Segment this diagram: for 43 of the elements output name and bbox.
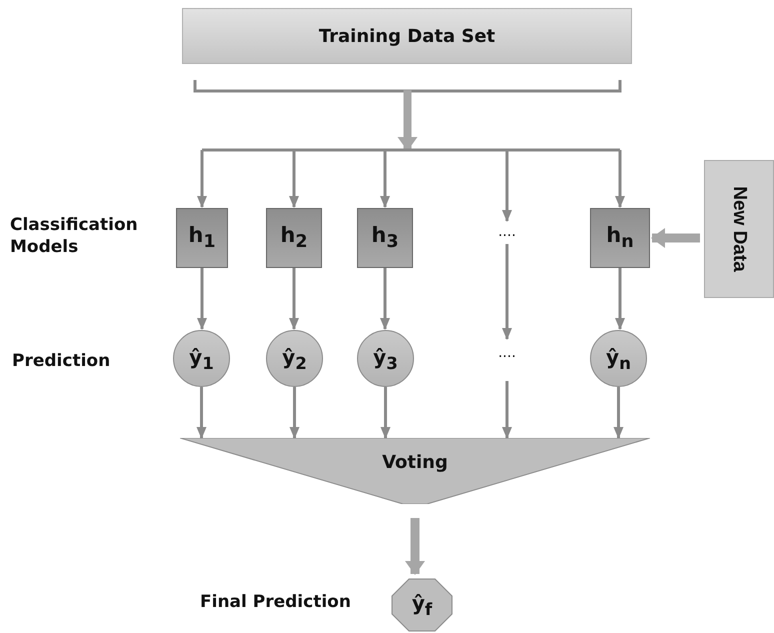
arrow bbox=[380, 268, 390, 330]
node-label: ŷ$_{3}$ bbox=[373, 344, 398, 372]
arrow bbox=[615, 268, 625, 330]
model-box bbox=[266, 208, 322, 268]
arrow bbox=[196, 387, 206, 439]
arrow bbox=[614, 387, 624, 439]
arrow bbox=[197, 268, 207, 330]
node-label: ŷ$_{2}$ bbox=[282, 344, 307, 372]
node-label: h$_{n}$ bbox=[606, 223, 634, 253]
node-label: ŷ$_{1}$ bbox=[189, 344, 214, 372]
voting-funnel bbox=[180, 438, 650, 504]
row-label: Final Prediction bbox=[200, 591, 352, 614]
arrow bbox=[290, 387, 300, 439]
input-box bbox=[704, 160, 774, 298]
node-label: New Data bbox=[728, 186, 750, 272]
node-label: Training Data Set bbox=[318, 26, 496, 46]
arrow bbox=[289, 150, 299, 208]
model-box bbox=[357, 208, 413, 268]
model-box bbox=[590, 208, 650, 268]
arrow bbox=[502, 150, 512, 222]
final-octagon bbox=[391, 578, 453, 632]
ellipsis-text: .... bbox=[498, 345, 516, 361]
arrow bbox=[405, 518, 425, 575]
arrow bbox=[380, 387, 390, 439]
arrow bbox=[380, 150, 390, 208]
node-label: h$_{3}$ bbox=[371, 223, 399, 253]
node-label: h$_{1}$ bbox=[188, 223, 216, 253]
row-label: Classification Models bbox=[10, 214, 139, 258]
process-box bbox=[182, 8, 632, 64]
arrow bbox=[502, 381, 512, 439]
model-box bbox=[176, 208, 228, 268]
ellipsis-text: .... bbox=[498, 224, 516, 240]
arrow bbox=[289, 268, 299, 330]
arrow bbox=[502, 244, 512, 340]
node-label: ŷ$_{n}$ bbox=[606, 344, 631, 372]
distribution-bracket bbox=[194, 80, 622, 152]
row-label: Prediction bbox=[12, 350, 112, 372]
node-label: Voting bbox=[382, 452, 448, 473]
node-label: h$_{2}$ bbox=[280, 223, 308, 253]
arrow bbox=[615, 150, 625, 208]
node-label: ŷ$_{f}$ bbox=[412, 591, 432, 619]
arrow bbox=[651, 228, 700, 248]
arrow bbox=[197, 150, 207, 208]
